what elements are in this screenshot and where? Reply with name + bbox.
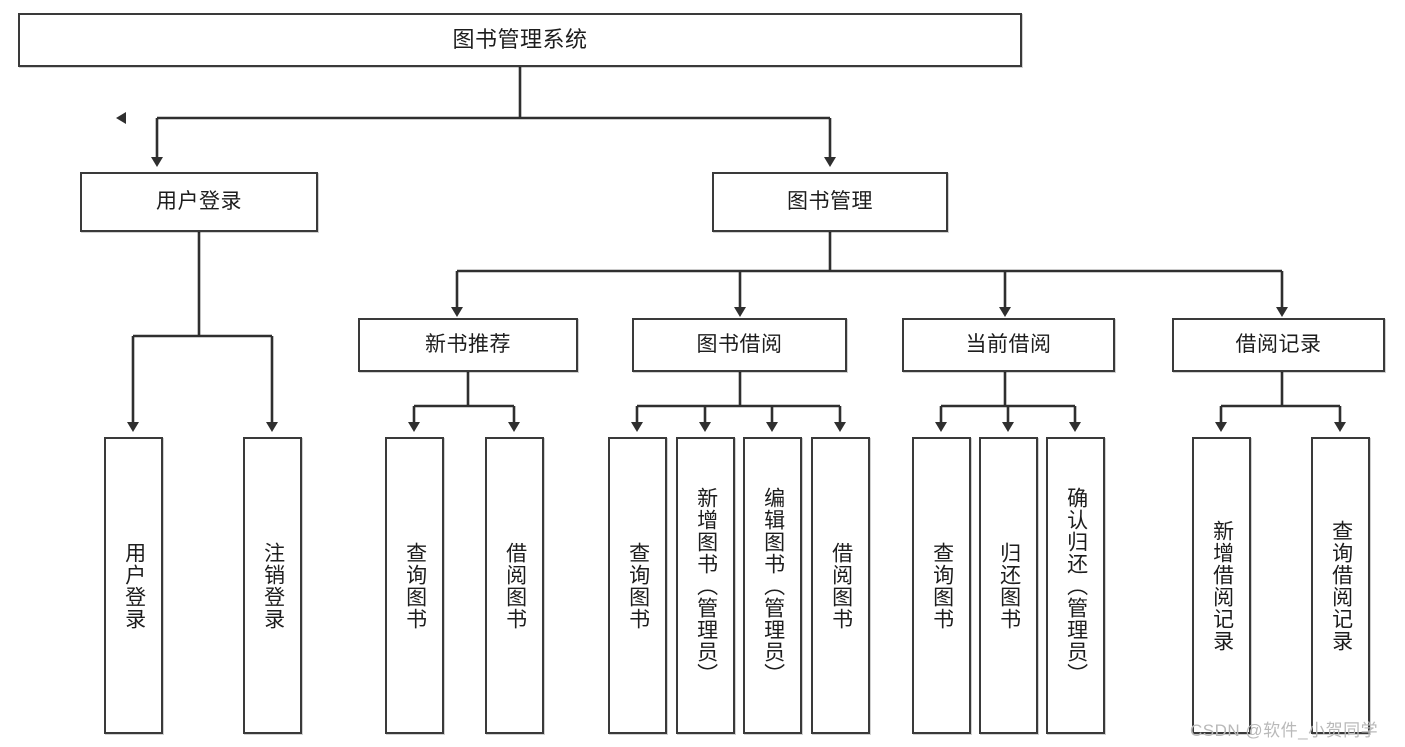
- node-label: 新增借阅记录: [1210, 519, 1234, 652]
- node-user-login[interactable]: 用户登录: [80, 172, 318, 232]
- node-book-management[interactable]: 图书管理: [712, 172, 948, 232]
- leaf-bb-borrow-book[interactable]: 借阅图书: [811, 437, 870, 734]
- node-label: 借阅记录: [1235, 333, 1322, 357]
- node-label: 图书管理系统: [452, 26, 588, 52]
- node-label: 当前借阅: [965, 333, 1052, 357]
- node-root-book-management-system[interactable]: 图书管理系统: [18, 13, 1022, 67]
- node-label: 用户登录: [156, 190, 242, 214]
- node-label: 确认归还（管理员）: [1064, 486, 1088, 685]
- node-label: 借阅图书: [503, 541, 527, 630]
- node-label: 图书管理: [787, 190, 873, 214]
- leaf-cb-return-book[interactable]: 归还图书: [979, 437, 1038, 734]
- leaf-br-query-record[interactable]: 查询借阅记录: [1311, 437, 1370, 734]
- node-borrow-record[interactable]: 借阅记录: [1172, 318, 1385, 372]
- node-new-book-recommend[interactable]: 新书推荐: [358, 318, 578, 372]
- csdn-watermark: CSDN @软件_小贺同学: [1190, 721, 1379, 740]
- node-label: 借阅图书: [829, 541, 853, 630]
- node-label: 查询借阅记录: [1329, 519, 1353, 652]
- leaf-nb-borrow-book[interactable]: 借阅图书: [485, 437, 544, 734]
- leaf-bb-edit-book-admin[interactable]: 编辑图书（管理员）: [743, 437, 802, 734]
- node-label: 新增图书（管理员）: [694, 486, 718, 685]
- node-current-borrow[interactable]: 当前借阅: [902, 318, 1115, 372]
- node-label: 查询图书: [626, 541, 650, 630]
- leaf-cb-query-book[interactable]: 查询图书: [912, 437, 971, 734]
- leaf-bb-query-book[interactable]: 查询图书: [608, 437, 667, 734]
- leaf-user-login[interactable]: 用户登录: [104, 437, 163, 734]
- node-label: 查询图书: [403, 541, 427, 630]
- node-label: 用户登录: [122, 541, 146, 630]
- leaf-logout[interactable]: 注销登录: [243, 437, 302, 734]
- node-label: 编辑图书（管理员）: [761, 486, 785, 685]
- node-label: 新书推荐: [425, 333, 511, 357]
- node-label: 查询图书: [930, 541, 954, 630]
- leaf-nb-query-book[interactable]: 查询图书: [385, 437, 444, 734]
- node-label: 归还图书: [997, 541, 1021, 630]
- leaf-bb-add-book-admin[interactable]: 新增图书（管理员）: [676, 437, 735, 734]
- node-label: 注销登录: [261, 541, 285, 630]
- leaf-br-add-record[interactable]: 新增借阅记录: [1192, 437, 1251, 734]
- leaf-cb-confirm-return-admin[interactable]: 确认归还（管理员）: [1046, 437, 1105, 734]
- node-book-borrow[interactable]: 图书借阅: [632, 318, 847, 372]
- node-label: 图书借阅: [696, 333, 783, 357]
